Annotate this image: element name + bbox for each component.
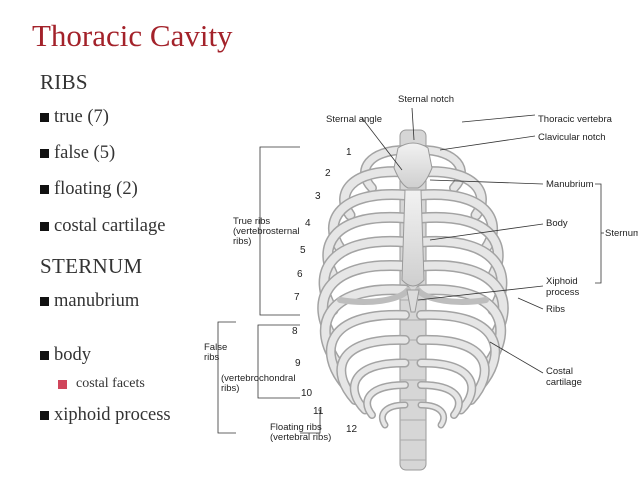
label-false-ribs-line2: ribs — [204, 352, 220, 363]
rib-number-3: 3 — [315, 191, 321, 202]
label-floating-ribs-line2: (vertebral ribs) — [270, 432, 331, 443]
label-true-ribs-line3: ribs) — [233, 236, 251, 247]
label-body: Body — [546, 218, 568, 229]
rib-number-4: 4 — [305, 218, 311, 229]
rib-number-2: 2 — [325, 168, 331, 179]
label-sternal-angle: Sternal angle — [326, 114, 382, 125]
label-ribs: Ribs — [546, 304, 565, 315]
rib-number-12: 12 — [346, 424, 358, 435]
rib-number-9: 9 — [295, 358, 301, 369]
rib-number-1: 1 — [346, 147, 352, 158]
rib-number-10: 10 — [301, 388, 313, 399]
label-manubrium: Manubrium — [546, 179, 594, 190]
label-clavicular-notch: Clavicular notch — [538, 132, 606, 143]
label-sternum: Sternum — [605, 228, 638, 239]
label-xiphoid-line1: Xiphoid — [546, 276, 578, 287]
label-vertebrochondral-line2: ribs) — [221, 383, 239, 394]
label-thoracic-vertebra: Thoracic vertebra — [538, 114, 613, 125]
label-costal-line1: Costal — [546, 366, 573, 377]
rib-number-5: 5 — [300, 245, 306, 256]
rib-number-8: 8 — [292, 326, 298, 337]
rib-number-11: 11 — [313, 406, 324, 417]
rib-number-7: 7 — [294, 292, 300, 303]
rib-number-6: 6 — [297, 269, 303, 280]
label-sternal-notch: Sternal notch — [398, 94, 454, 105]
label-costal-line2: cartilage — [546, 377, 582, 388]
label-xiphoid-line2: process — [546, 287, 580, 298]
